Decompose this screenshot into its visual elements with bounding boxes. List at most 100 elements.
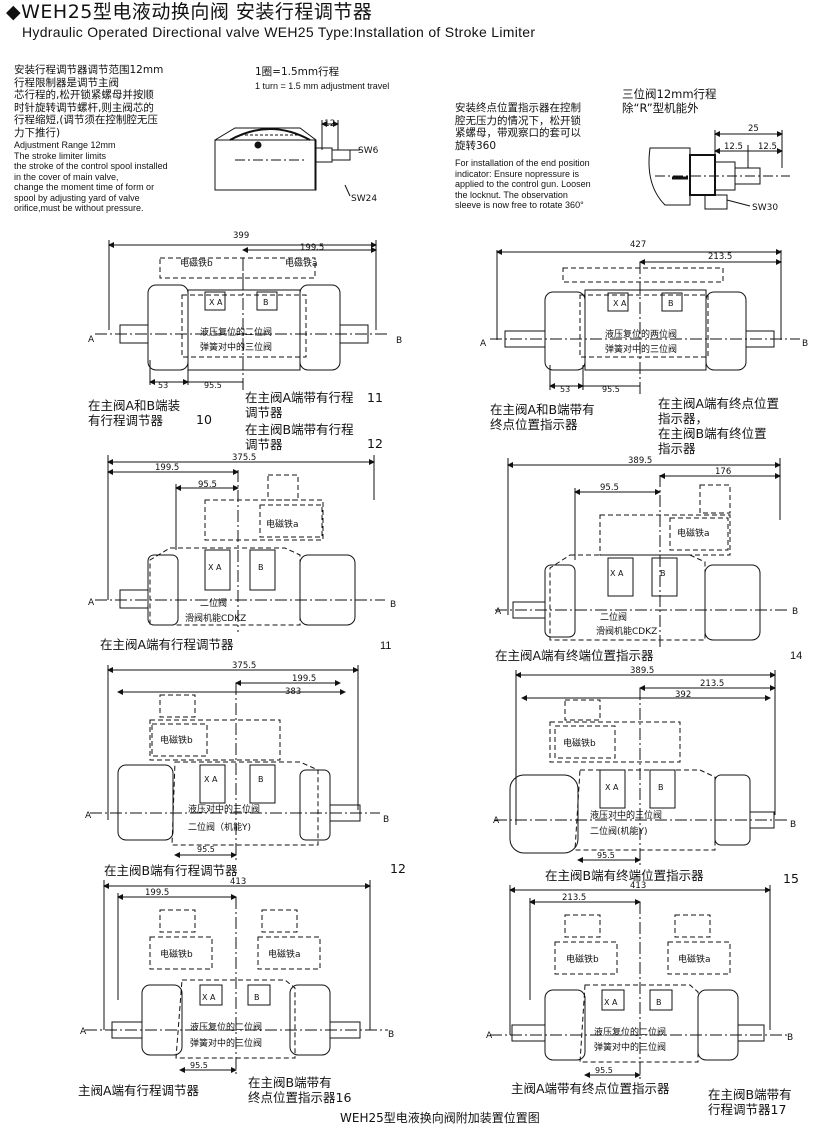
v4-xa: X A — [610, 569, 624, 578]
caption-7: 在主阀A端有终端位置指示器 — [495, 648, 654, 663]
v8-b: B — [656, 998, 662, 1007]
v4-label-1: 二位阀 — [600, 611, 627, 623]
v1-port-a: A — [88, 335, 95, 345]
v5-dim-1995: 199.5 — [292, 674, 316, 684]
caption-4: 在主阀A和B端带有 终点位置指示器 — [490, 402, 595, 432]
v7-b: B — [254, 993, 260, 1002]
caption-10: 主阀A端有行程调节器 — [78, 1083, 200, 1098]
v1-dim-955: 95.5 — [204, 381, 222, 390]
caption-9-number: 15 — [783, 871, 799, 886]
v2-port-b: B — [802, 339, 808, 349]
caption-1-number: 10 — [196, 412, 212, 427]
three-position-note: 三位阀12mm行程 除“R”型机能外 — [622, 87, 717, 115]
v7-port-a: A — [80, 1027, 87, 1037]
v2-dim-955: 95.5 — [602, 385, 620, 394]
dim-12-5-right: 12.5 — [758, 142, 777, 152]
v8-label-2: 弹簧对中的三位阀 — [594, 1041, 666, 1053]
dim-sw6: SW6 — [358, 146, 379, 156]
v5-dim-3755: 375.5 — [232, 661, 256, 671]
v3-dim-955: 95.5 — [198, 480, 217, 490]
v7-dim-413: 413 — [230, 877, 246, 887]
v4-port-b: B — [792, 607, 798, 617]
v1-label-1: 液压复位的二位阀 — [200, 326, 272, 338]
turn-note-cn: 1圈=1.5mm行程 — [255, 66, 340, 78]
valve-8-body — [490, 885, 790, 1080]
v3-dim-3755: 375.5 — [232, 453, 256, 463]
v7-label-1: 液压复位的二位阀 — [190, 1021, 262, 1033]
v8-sol-a: 电磁铁a — [678, 953, 711, 965]
stroke-note-en: Adjustment Range 12mm The stroke limiter… — [14, 140, 168, 213]
v5-port-b: B — [383, 815, 389, 825]
v2-dim-427: 427 — [630, 240, 646, 250]
v8-dim-2135: 213.5 — [562, 893, 586, 903]
v3-port-a: A — [88, 598, 95, 608]
v6-sol-b: 电磁铁b — [563, 737, 596, 749]
indicator-note-en: For installation of the end position ind… — [455, 158, 591, 210]
v3-b: B — [258, 563, 264, 572]
page-title: ◆WEH25型电液动换向阀 安装行程调节器 — [6, 1, 373, 23]
v7-dim-1995: 199.5 — [145, 888, 169, 898]
caption-11: 在主阀B端带有 终点位置指示器16 — [248, 1075, 352, 1105]
caption-8: 在主阀B端有行程调节器 — [104, 863, 238, 878]
v5-xa: X A — [204, 775, 218, 784]
v1-dim-1995: 199.5 — [300, 243, 324, 253]
v8-xa: X A — [604, 998, 618, 1007]
caption-3: 在主阀B端带有行程 调节器 — [245, 422, 354, 452]
dim-sw30: SW30 — [752, 203, 778, 213]
indicator-note-cn: 安装终点位置指示器在控制 腔无压力的情况下，松开锁 紧螺母，带观察口的套可以 旋… — [455, 102, 581, 152]
v5-dim-383: 383 — [285, 687, 301, 697]
dim-12-5-left: 12.5 — [724, 142, 743, 152]
v5-label-2: 二位阀（机能Y) — [188, 821, 251, 833]
v7-sol-a: 电磁铁a — [268, 948, 301, 960]
v3-port-b: B — [390, 600, 396, 610]
v2-label-1: 液压复位的两位阀 — [605, 328, 677, 340]
v6-xa: X A — [605, 783, 619, 792]
v5-port-a: A — [85, 811, 92, 821]
indicator-detail — [648, 130, 790, 210]
v5-dim-955: 95.5 — [197, 845, 215, 854]
v8-label-1: 液压复位的二位阀 — [594, 1026, 666, 1038]
v7-xa: X A — [202, 993, 216, 1002]
dim-25: 25 — [748, 124, 759, 134]
v4-b: B — [660, 569, 666, 578]
v6-label-2: 二位阀(机能Y) — [590, 825, 648, 837]
v1-sol-a: 电磁铁a — [285, 257, 318, 269]
stroke-limiter-detail — [214, 120, 360, 197]
v2-b: B — [668, 299, 674, 308]
caption-6-number: 11 — [380, 640, 392, 652]
v4-port-a: A — [495, 607, 502, 617]
v4-dim-176: 176 — [715, 467, 731, 477]
v3-sol-a: 电磁铁a — [266, 518, 299, 530]
stroke-note-cn: 安装行程调节器调节范围12mm 行程限制器是调节主阀 芯行程的,松开锁紧螺母并按… — [14, 64, 164, 139]
caption-5: 在主阀A端有终点位置 指示器， 在主阀B端有终位置 指示器 — [658, 396, 780, 456]
v1-dim-53: 53 — [158, 381, 168, 390]
v1-port-b: B — [396, 336, 402, 346]
footer-caption: WEH25型电液换向阀附加装置位置图 — [340, 1111, 540, 1125]
v2-label-2: 弹簧对中的三位阀 — [605, 343, 677, 355]
caption-7-number: 14 — [790, 650, 803, 662]
v8-sol-b: 电磁铁b — [566, 953, 599, 965]
v4-dim-3895: 389.5 — [628, 456, 652, 466]
v6-port-b: B — [790, 820, 796, 830]
v8-port-a: A — [486, 1031, 493, 1041]
v1-xa: X A — [209, 298, 223, 307]
dim-12: 12 — [324, 119, 335, 129]
v2-port-a: A — [480, 339, 487, 349]
v7-port-b: B — [388, 1030, 394, 1040]
v6-dim-392: 392 — [675, 690, 691, 700]
v3-label-1: 二位阀 — [200, 597, 227, 609]
v6-label-1: 液压对中的三位阀 — [590, 809, 662, 821]
caption-6: 在主阀A端有行程调节器 — [100, 637, 234, 652]
v6-port-a: A — [493, 816, 500, 826]
valve-7-body — [85, 880, 388, 1075]
v7-label-2: 弹簧对中的三位阀 — [190, 1037, 262, 1049]
v3-xa: X A — [208, 563, 222, 572]
caption-13: 在主阀B端带有 行程调节器17 — [708, 1087, 792, 1117]
valve-5-body — [90, 665, 380, 860]
v4-dim-955: 95.5 — [600, 483, 619, 493]
v1-sol-b: 电磁铁b — [180, 257, 213, 269]
caption-1: 在主阀A和B端装 有行程调节器 — [88, 398, 181, 428]
valve-2-body — [490, 249, 800, 395]
v4-sol-a: 电磁铁a — [677, 527, 710, 539]
